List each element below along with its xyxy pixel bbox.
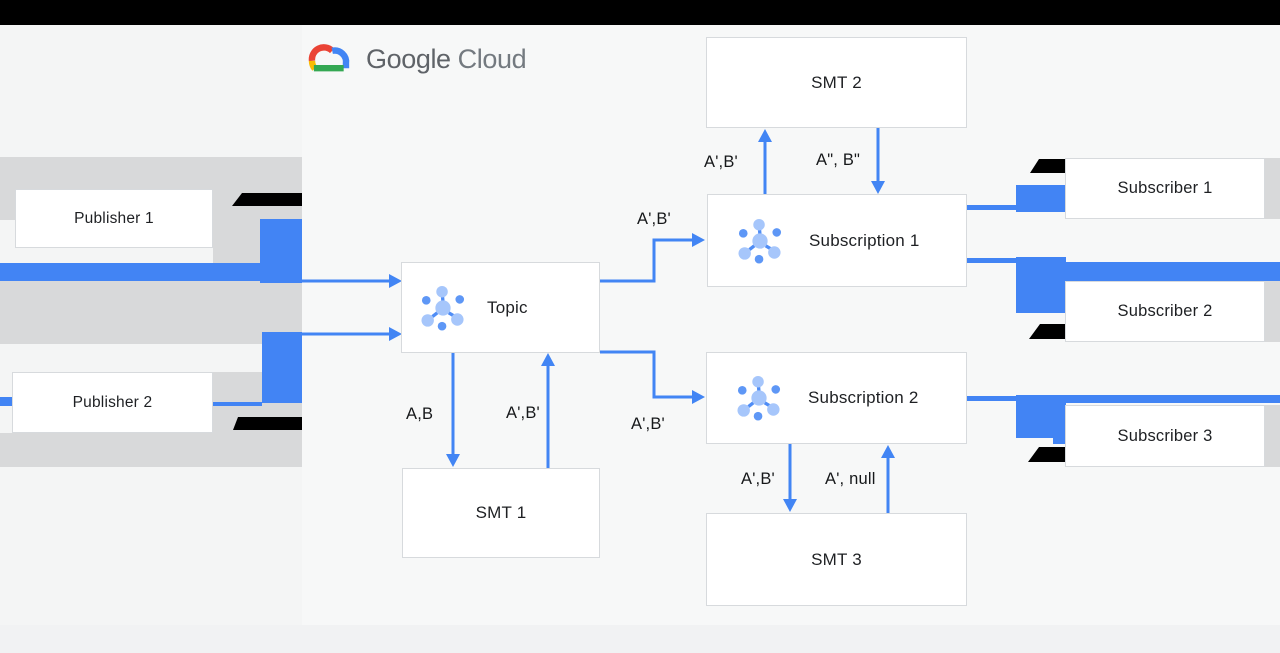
redaction-black-publisher1 (232, 193, 302, 206)
redaction-blue-block-1 (260, 219, 302, 283)
edge-label-topic-smt1: A,B (406, 405, 434, 423)
google-cloud-logo-icon (307, 43, 351, 75)
redaction-black-publisher2 (233, 417, 302, 430)
edge-label-topic-subscription1: A',B' (637, 210, 671, 228)
redaction-blue-block-2 (262, 332, 302, 403)
edge-label-subscription2-smt3: A',B' (741, 470, 775, 488)
arrowhead (758, 129, 772, 142)
logo-word-cloud: Cloud (457, 44, 527, 74)
node-label: Subscriber 2 (1117, 302, 1213, 320)
arrowhead (446, 454, 460, 467)
left-band-gap (15, 248, 213, 263)
subscription1-out-line-b (967, 258, 1016, 263)
node-smt3: SMT 3 (706, 513, 967, 606)
edge-label-smt3-subscription2: A', null (825, 470, 876, 488)
redaction-blue-band-subscriber2 (1016, 262, 1280, 281)
edge-label-smt1-topic: A',B' (506, 404, 540, 422)
left-band-notch (0, 220, 15, 263)
bottom-strip (0, 625, 1280, 653)
node-label: Subscription 1 (809, 230, 920, 250)
redaction-black-subscriber2 (1029, 324, 1065, 339)
node-label: SMT 2 (811, 72, 862, 92)
redaction-black-subscriber1 (1030, 159, 1065, 173)
node-subscriber1: Subscriber 1 (1065, 158, 1265, 219)
redaction-blue-band-publisher1 (0, 263, 260, 281)
node-subscriber3: Subscriber 3 (1065, 405, 1265, 467)
right-edge-gray-1 (1265, 158, 1280, 219)
arrow-topic-subscription2 (600, 350, 692, 399)
arrowhead (692, 233, 705, 247)
redaction-gray-band-3b (0, 433, 302, 467)
node-publisher1: Publisher 1 (15, 189, 213, 248)
right-edge-gray-3 (1265, 405, 1280, 467)
node-smt1: SMT 1 (402, 468, 600, 558)
subscription2-out-line (967, 396, 1016, 401)
node-label: Subscriber 1 (1117, 179, 1213, 197)
node-label: SMT 1 (475, 503, 527, 522)
redaction-black-subscriber3 (1028, 447, 1065, 462)
redaction-blue-subscriber3 (1016, 395, 1066, 438)
logo-word-google: Google (366, 44, 451, 74)
edge-label-topic-subscription2: A',B' (631, 415, 665, 433)
arrowhead (881, 445, 895, 458)
arrowhead (541, 353, 555, 366)
pubsub-topic-icon (421, 285, 465, 331)
redaction-blue-subscriber1 (1016, 185, 1066, 212)
node-label: Publisher 2 (72, 393, 153, 411)
node-subscription2: Subscription 2 (706, 352, 967, 444)
arrowhead (871, 181, 885, 194)
redaction-blue-subscriber3-tail (1053, 438, 1066, 444)
arrowhead (692, 390, 705, 404)
node-label: SMT 3 (811, 549, 862, 569)
pubsub-subscription-icon (738, 218, 782, 264)
node-label: Subscription 2 (808, 388, 919, 407)
redaction-gray-band-2 (0, 281, 302, 344)
node-subscriber2: Subscriber 2 (1065, 281, 1265, 342)
redaction-blue-band-subscriber3 (1016, 395, 1280, 403)
edge-label-subscription1-smt2: A',B' (704, 153, 738, 171)
top-black-bar (0, 0, 1280, 25)
node-topic: Topic (401, 262, 600, 353)
arrow-topic-subscription1 (600, 238, 692, 283)
node-label: Topic (487, 297, 528, 317)
subscription1-out-line-a (967, 205, 1016, 210)
node-publisher2: Publisher 2 (12, 372, 213, 433)
publisher2-left-stub (0, 397, 12, 406)
publisher2-flow-line (213, 402, 262, 406)
node-smt2: SMT 2 (706, 37, 967, 128)
node-label: Publisher 1 (74, 209, 154, 227)
right-edge-gray-2 (1265, 281, 1280, 342)
arrowhead (783, 499, 797, 512)
node-subscription1: Subscription 1 (707, 194, 967, 287)
node-label: Subscriber 3 (1117, 426, 1213, 445)
pubsub-subscription-icon (737, 375, 781, 421)
edge-label-smt2-subscription1: A", B" (816, 151, 861, 169)
